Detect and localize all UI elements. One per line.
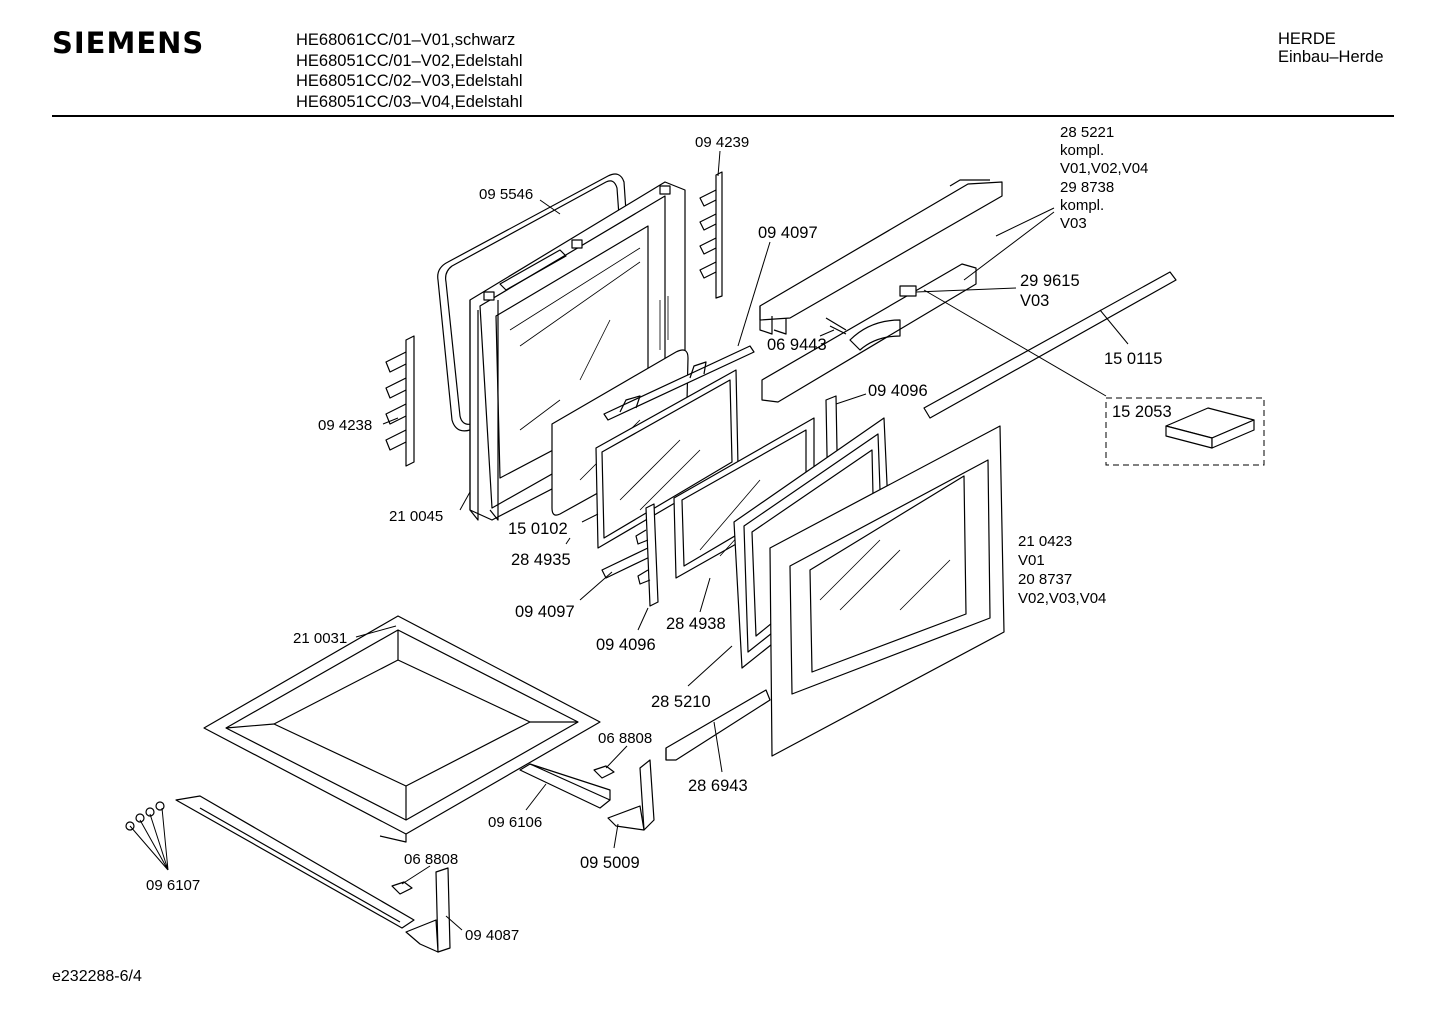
rod-strip-part	[923, 271, 1177, 419]
label-094238: 09 4238	[318, 417, 372, 434]
outer-door-glass-part	[769, 425, 1005, 757]
category-title: HERDE	[1278, 30, 1336, 48]
rail-part	[519, 763, 611, 809]
label-210031: 21 0031	[293, 630, 347, 647]
model-line: HE68061CC/01–V01,schwarz	[296, 31, 516, 49]
header-divider	[52, 115, 1394, 117]
label-285210: 28 5210	[651, 693, 711, 711]
label-210423: 21 0423	[1018, 533, 1072, 550]
clip-part-lower	[391, 881, 413, 895]
label-299615-version: V03	[1020, 292, 1049, 310]
label-298738: 29 8738	[1060, 179, 1114, 196]
hinge-bracket-top-part	[699, 171, 723, 299]
label-095009: 09 5009	[580, 854, 640, 872]
label-208737-versions: V02,V03,V04	[1018, 590, 1106, 607]
bottom-cover-part	[203, 615, 601, 843]
label-208737: 20 8737	[1018, 571, 1072, 588]
label-298738-version: V03	[1060, 215, 1087, 232]
label-210045: 21 0045	[389, 508, 443, 525]
top-profile-part	[759, 179, 1003, 335]
label-286943: 28 6943	[688, 777, 748, 795]
label-094096-upper: 09 4096	[868, 382, 928, 400]
angle-bracket-lower-part	[405, 867, 451, 953]
label-096106: 09 6106	[488, 814, 542, 831]
sill-strip-part	[665, 689, 771, 761]
brand-logo: SIEMENS	[52, 26, 205, 60]
label-094087: 09 4087	[465, 927, 519, 944]
profile-strip-upper-part	[603, 345, 755, 421]
label-069443: 06 9443	[767, 336, 827, 354]
label-094096-lower: 09 4096	[596, 636, 656, 654]
label-298738-kompl: kompl.	[1060, 197, 1104, 214]
lower-profile-part	[761, 263, 977, 403]
model-line: HE68051CC/02–V03,Edelstahl	[296, 72, 523, 90]
front-strip-part	[175, 795, 415, 929]
label-152053: 15 2053	[1112, 403, 1172, 421]
document-id: e232288-6/4	[52, 968, 142, 985]
optional-part-box	[1105, 397, 1265, 466]
model-list: HE68061CC/01–V01,schwarz HE68051CC/01–V0…	[296, 30, 523, 112]
hinge-bracket-left-part	[385, 335, 415, 467]
category-subtitle: Einbau–Herde	[1278, 48, 1384, 66]
label-068808-lower: 06 8808	[404, 851, 458, 868]
model-line: HE68051CC/03–V04,Edelstahl	[296, 92, 523, 111]
category-block: HERDE Einbau–Herde	[1278, 30, 1384, 66]
label-068808-upper: 06 8808	[598, 730, 652, 747]
label-284938: 28 4938	[666, 615, 726, 633]
label-285221: 28 5221	[1060, 124, 1114, 141]
leader-lines	[129, 150, 1129, 931]
label-285221-versions: V01,V02,V04	[1060, 160, 1148, 177]
label-299615: 29 9615	[1020, 272, 1080, 290]
label-095546: 09 5546	[479, 186, 533, 203]
label-150115: 15 0115	[1104, 350, 1162, 368]
model-line: HE68051CC/01–V02,Edelstahl	[296, 51, 523, 70]
part-labels: 09 4239 09 5546 09 4097 28 5221 kompl. V…	[146, 124, 1172, 944]
label-150102: 15 0102	[508, 520, 568, 538]
label-210423-version: V01	[1018, 552, 1045, 569]
label-094097-lower: 09 4097	[515, 603, 575, 621]
small-clip-part	[825, 317, 847, 335]
label-096107: 09 6107	[146, 877, 200, 894]
label-094239: 09 4239	[695, 134, 749, 151]
clip-part-upper	[593, 765, 615, 779]
angle-bracket-part	[607, 759, 655, 831]
screw-set-part	[125, 801, 165, 831]
label-094097-upper: 09 4097	[758, 224, 818, 242]
hinge-strip-lower-part	[635, 503, 659, 607]
label-285221-kompl: kompl.	[1060, 142, 1104, 159]
label-284935: 28 4935	[511, 551, 571, 569]
